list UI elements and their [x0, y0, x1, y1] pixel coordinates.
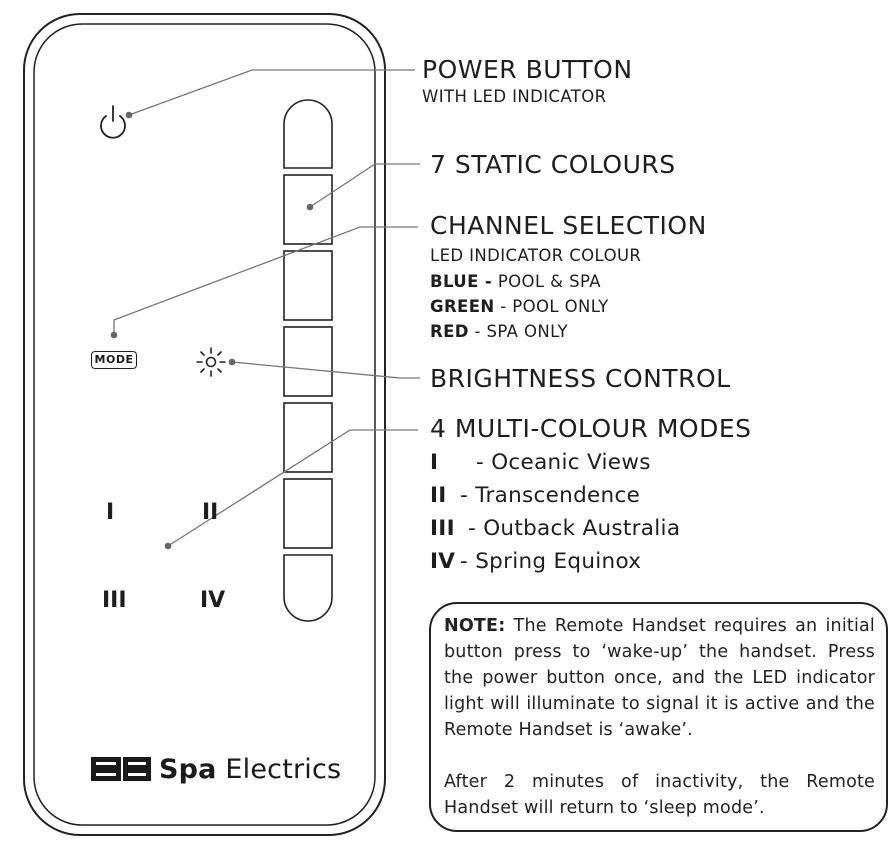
channel-callout-title: CHANNEL SELECTION [430, 211, 707, 240]
mode-item-1-numeral: I [430, 450, 439, 475]
leader-modes [167, 429, 418, 547]
modes-callout-title: 4 MULTI-COLOUR MODES [430, 414, 752, 443]
mode-button-iv: IV [200, 588, 226, 613]
leader-power [128, 69, 415, 116]
mode-button-ii: II [202, 500, 219, 525]
channel-item-blue: BLUE - POOL & SPA [430, 272, 601, 291]
mode-item-4: IV- Spring Equinox [430, 549, 641, 574]
channel-item-red-color: RED [430, 322, 469, 341]
mode-button-i: I [106, 500, 115, 525]
spa-electrics-logo-icon [91, 757, 151, 781]
mode-item-2-numeral: II [430, 483, 447, 508]
mode-item-3-numeral: III [430, 516, 455, 541]
leader-static [309, 163, 420, 208]
mode-item-1-name: - Oceanic Views [476, 450, 651, 475]
mode-item-2: II - Transcendence [430, 483, 640, 508]
leader-lines [113, 69, 420, 547]
brightness-icon [196, 347, 226, 377]
channel-item-green-color: GREEN [430, 297, 495, 316]
channel-item-green-desc: - POOL ONLY [494, 297, 609, 316]
remote-inner-outline [33, 23, 376, 826]
note-text: The Remote Handset requires an initial b… [444, 616, 875, 740]
mode-item-3: III - Outback Australia [430, 516, 680, 541]
static-colour-buttons [283, 99, 333, 622]
mode-item-2-name: - Transcendence [460, 483, 641, 508]
colour-button-3 [283, 250, 333, 321]
power-icon [100, 105, 126, 139]
static-callout-title: 7 STATIC COLOURS [430, 150, 676, 179]
remote-outer-outline [23, 13, 386, 836]
channel-item-red: RED - SPA ONLY [430, 322, 568, 341]
leader-channel [113, 226, 418, 335]
mode-item-3-name: - Outback Australia [468, 516, 681, 541]
channel-item-blue-color: BLUE - [430, 272, 493, 291]
note-paragraph-2: After 2 minutes of inactivity, the Remot… [444, 772, 875, 818]
colour-button-4 [283, 326, 333, 397]
note-label: NOTE: [444, 616, 506, 636]
colour-button-1 [283, 99, 333, 169]
channel-item-blue-desc: POOL & SPA [492, 272, 601, 291]
power-callout-subtitle: WITH LED INDICATOR [422, 87, 607, 106]
colour-button-6 [283, 478, 333, 549]
leader-dots [110, 111, 314, 550]
mode-button: MODE [91, 351, 137, 369]
colour-button-7 [283, 554, 333, 622]
mode-button-iii: III [102, 588, 127, 613]
channel-callout-subtitle: LED INDICATOR COLOUR [430, 246, 642, 265]
colour-button-2 [283, 174, 333, 245]
mode-item-4-name: - Spring Equinox [460, 549, 642, 574]
brand-name: Spa Electrics [159, 754, 341, 785]
channel-item-green: GREEN - POOL ONLY [430, 297, 609, 316]
brand-name-bold: Spa [159, 753, 217, 785]
brand-name-rest: Electrics [216, 753, 342, 785]
note-box: NOTE: The Remote Handset requires an ini… [429, 602, 888, 832]
leader-brightness [231, 361, 420, 379]
note-paragraph-1: NOTE: The Remote Handset requires an ini… [444, 613, 875, 743]
brand-logo: Spa Electrics [91, 752, 341, 786]
mode-item-1: I - Oceanic Views [430, 450, 651, 475]
mode-item-4-numeral: IV [430, 549, 456, 574]
colour-button-5 [283, 402, 333, 473]
channel-item-red-desc: - SPA ONLY [468, 322, 569, 341]
brightness-callout-title: BRIGHTNESS CONTROL [430, 364, 731, 393]
power-callout-title: POWER BUTTON [422, 55, 633, 84]
